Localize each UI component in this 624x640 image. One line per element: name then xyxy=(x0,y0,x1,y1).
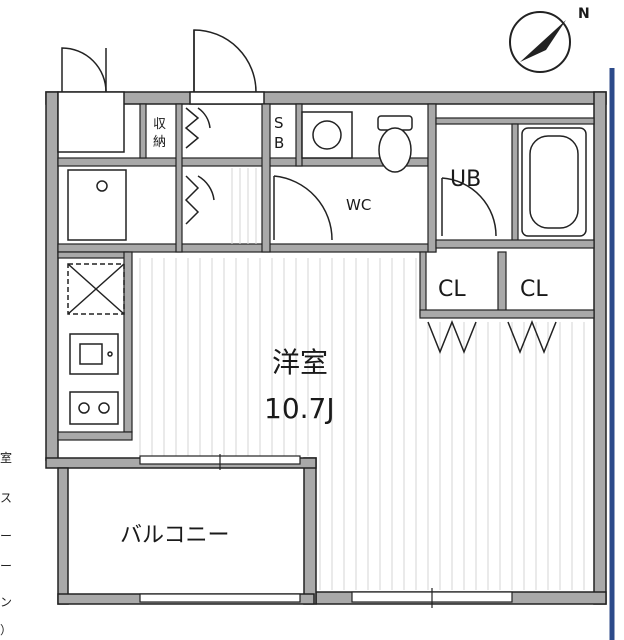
shoe-box-label-2: B xyxy=(274,134,284,152)
edge-text: 室 xyxy=(0,451,13,465)
balcony-label: バルコニー xyxy=(120,523,230,548)
western-room-label: 洋室 xyxy=(272,346,328,379)
refrigerator-space-icon xyxy=(67,263,125,315)
interior-walls xyxy=(57,103,595,441)
closet-right-label: CL xyxy=(520,277,548,302)
edge-text: ン xyxy=(0,595,13,609)
door-swings xyxy=(184,107,557,355)
closet-left-label: CL xyxy=(438,277,466,302)
edge-text: ） xyxy=(0,623,13,637)
storage-label-2: 納 xyxy=(153,135,166,150)
kitchen-sink-icon xyxy=(69,333,119,375)
washer-icon xyxy=(67,169,127,241)
edge-text: ー xyxy=(0,559,13,573)
wc-label: WC xyxy=(346,196,371,214)
windows xyxy=(139,454,513,608)
compass-icon: N xyxy=(509,6,590,73)
entrance-doors xyxy=(57,29,265,153)
western-room-floor xyxy=(139,258,585,590)
bathtub-icon xyxy=(521,127,587,237)
storage-label-1: 収 xyxy=(153,117,166,132)
toilet-icon xyxy=(377,115,413,173)
shoe-box-label-1: S xyxy=(274,114,284,132)
sink-icon xyxy=(301,111,353,159)
edge-text: ス xyxy=(0,491,13,505)
compass-north-label: N xyxy=(578,6,590,22)
edge-text: ー xyxy=(0,529,13,543)
unit-bath-label: UB xyxy=(450,167,481,192)
western-room-size: 10.7J xyxy=(264,392,335,425)
corridor-floor xyxy=(231,168,257,244)
stove-icon xyxy=(69,391,119,425)
